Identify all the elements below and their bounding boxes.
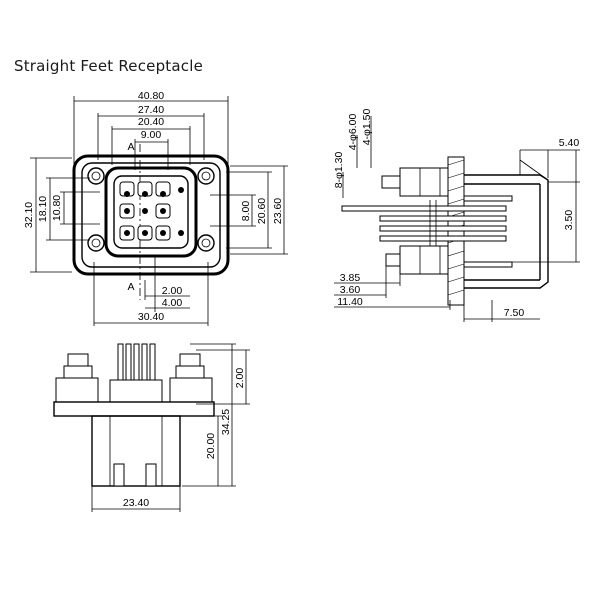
contact-array <box>119 181 184 241</box>
socket-frame <box>104 166 198 258</box>
dim-pin-pitch-2: 4.00 <box>162 297 183 309</box>
dim-bottom-width: 30.40 <box>138 311 164 323</box>
dim-flange: 5.40 <box>559 137 580 149</box>
dim-total-height: 34.25 <box>220 409 232 435</box>
dim-mount-width: 27.40 <box>138 104 164 116</box>
dim-overall-width: 40.80 <box>138 90 164 102</box>
dim-d3: 4-φ1.50 <box>361 109 373 146</box>
dim-pin-width: 9.00 <box>141 129 162 141</box>
dim-d1: 8-φ1.30 <box>333 152 345 189</box>
side-view: 8-φ1.30 4-φ6.00 4-φ1.50 <box>333 109 580 322</box>
dim-height-d: 20.60 <box>256 198 268 224</box>
dim-pin-offset: 3.50 <box>563 210 575 231</box>
dim-overall-height: 32.10 <box>23 202 35 228</box>
dim-pin-height: 2.00 <box>234 368 246 389</box>
dim-d2: 4-φ6.00 <box>347 114 359 151</box>
dim-body-height: 20.00 <box>205 433 217 459</box>
dim-height-e: 23.60 <box>272 198 284 224</box>
bottom-pins <box>117 343 156 381</box>
housing-outer <box>72 154 230 276</box>
bottom-body <box>91 415 181 487</box>
bottom-view: 2.00 34.25 20.00 23.40 <box>53 343 250 512</box>
dim-pin-pitch: 2.00 <box>162 285 183 297</box>
dim-l3: 11.40 <box>337 296 363 308</box>
dim-depth: 7.50 <box>504 307 525 319</box>
dim-height-c: 8.00 <box>240 201 252 222</box>
dim-height-b: 10.80 <box>51 195 63 221</box>
mount-holes <box>87 167 215 252</box>
section-mark-top: A <box>127 141 134 153</box>
section-mark-bottom: A <box>127 281 134 293</box>
front-view: 40.80 27.40 20.40 9.00 A A 32.10 18.10 1… <box>23 90 288 326</box>
dim-l1: 3.85 <box>340 272 361 284</box>
side-pins <box>341 195 513 268</box>
dim-body-width: 23.40 <box>123 497 149 509</box>
dim-l2: 3.60 <box>340 284 361 296</box>
dim-height-a: 18.10 <box>37 196 49 222</box>
diagram-title: Straight Feet Receptacle <box>14 57 204 75</box>
dim-inner-width: 20.40 <box>138 116 164 128</box>
